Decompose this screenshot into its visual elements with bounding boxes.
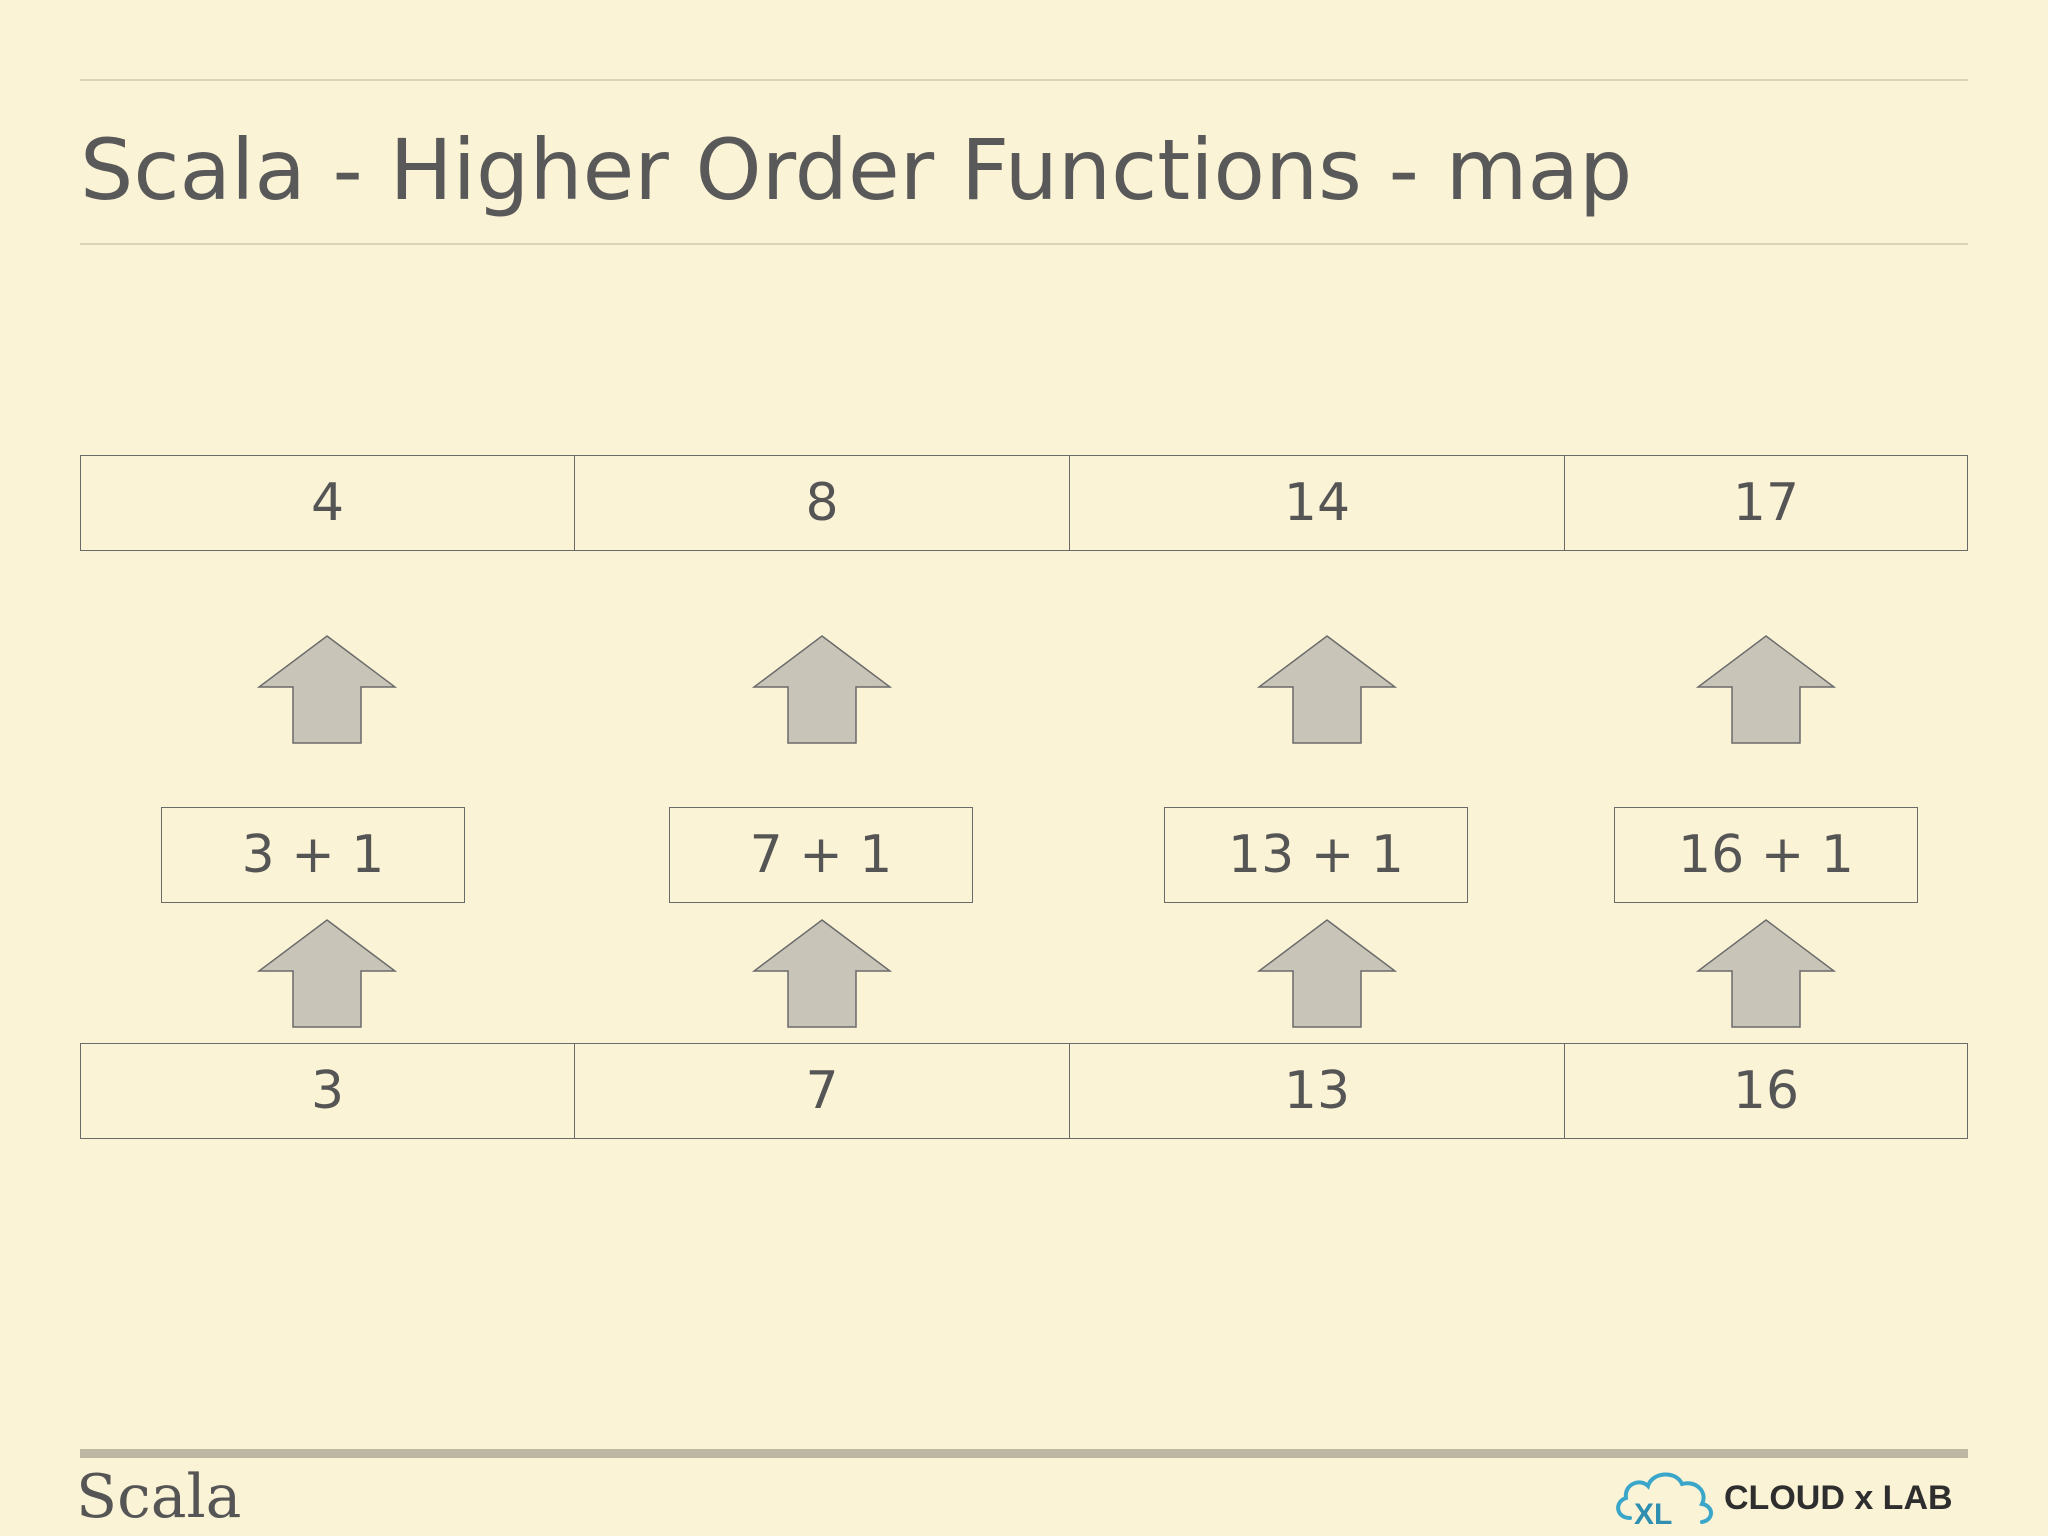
output-cell: 14 [1070, 455, 1565, 551]
footer-divider [80, 1449, 1968, 1458]
input-cell: 13 [1070, 1043, 1565, 1139]
cloudxlab-logo: XL CLOUD x LAB [1610, 1466, 1970, 1530]
up-arrow-icon [752, 635, 892, 744]
function-box: 7 + 1 [669, 807, 973, 903]
top-divider [80, 79, 1968, 81]
footer-label: Scala [76, 1462, 242, 1532]
input-cell: 3 [80, 1043, 575, 1139]
up-arrow-icon [257, 919, 397, 1028]
output-cell: 4 [80, 455, 575, 551]
cloud-icon: XL [1616, 1472, 1713, 1530]
logo-text: CLOUD x LAB [1724, 1478, 1953, 1517]
output-cell: 8 [575, 455, 1070, 551]
input-array: 3 7 13 16 [80, 1043, 1968, 1139]
function-box: 3 + 1 [161, 807, 465, 903]
up-arrow-icon [1257, 919, 1397, 1028]
output-array: 4 8 14 17 [80, 455, 1968, 551]
function-box: 16 + 1 [1614, 807, 1918, 903]
up-arrow-icon [1696, 919, 1836, 1028]
up-arrow-icon [752, 919, 892, 1028]
slide-title: Scala - Higher Order Functions - map [80, 121, 1633, 219]
function-box: 13 + 1 [1164, 807, 1468, 903]
up-arrow-icon [1696, 635, 1836, 744]
input-cell: 7 [575, 1043, 1070, 1139]
up-arrow-icon [257, 635, 397, 744]
svg-text:XL: XL [1634, 1498, 1672, 1530]
title-divider [80, 243, 1968, 245]
output-cell: 17 [1565, 455, 1968, 551]
up-arrow-icon [1257, 635, 1397, 744]
input-cell: 16 [1565, 1043, 1968, 1139]
